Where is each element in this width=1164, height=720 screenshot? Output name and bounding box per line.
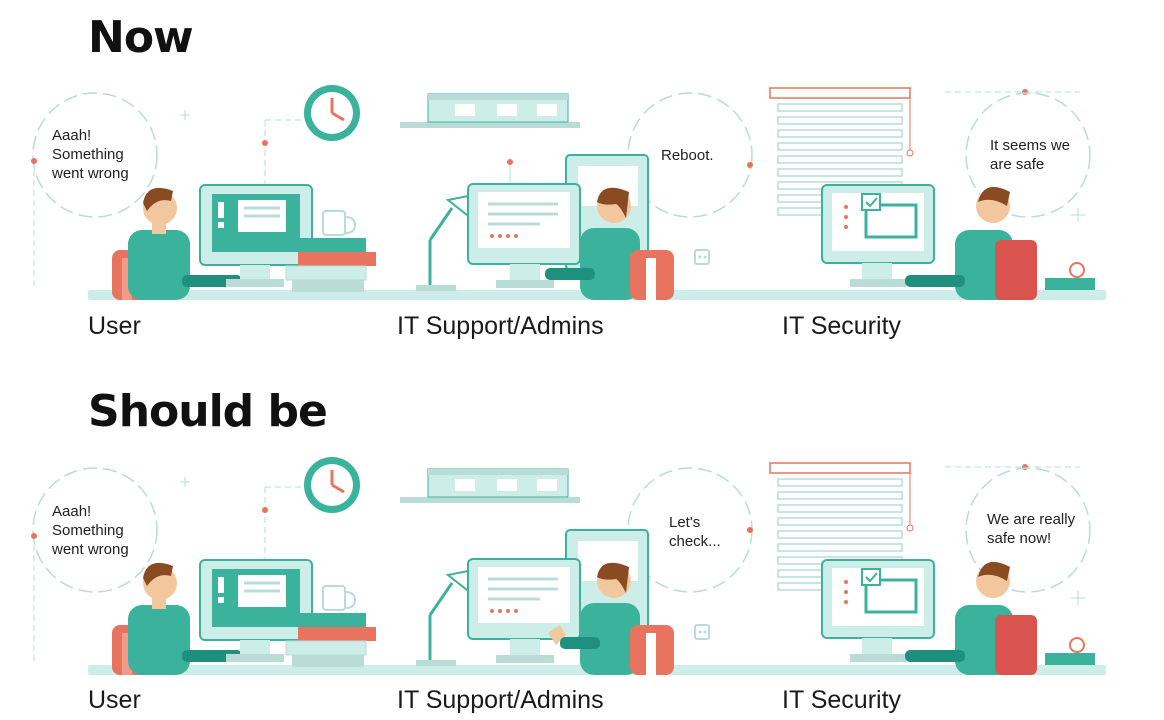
role-label-it-security: IT Security <box>782 686 902 714</box>
role-label-it-support: IT Support/Admins <box>397 312 604 340</box>
role-label-it-support: IT Support/Admins <box>397 686 604 714</box>
speech-bubble-outline <box>965 467 1091 593</box>
user-illustration <box>31 85 376 300</box>
clock-icon <box>304 85 360 141</box>
coffee-cup-icon <box>322 210 357 236</box>
it-support-illustration <box>400 467 753 675</box>
speech-bubble-outline <box>32 467 158 593</box>
alarm-clock-icon <box>1069 637 1085 653</box>
checkmark-icon <box>861 568 881 586</box>
section-title-now: Now <box>88 12 194 63</box>
user-speech-should-be: Aaah! Something went wrong <box>52 503 129 558</box>
speech-bubble-outline <box>627 92 753 218</box>
coffee-cup-icon <box>322 585 357 611</box>
scene-now <box>31 85 1106 300</box>
speech-bubble-outline <box>32 92 158 218</box>
speech-bubble-outline <box>965 92 1091 218</box>
support-speech-should-be: Let's check... <box>669 514 721 550</box>
user-speech-now: Aaah! Something went wrong <box>52 127 129 182</box>
support-speech-now: Reboot. <box>661 147 714 164</box>
scene-should-be <box>31 457 1106 675</box>
it-security-illustration <box>769 87 1095 300</box>
alarm-clock-icon <box>1069 262 1085 278</box>
clock-icon <box>304 457 360 513</box>
role-label-it-security: IT Security <box>782 312 902 340</box>
security-speech-now: It seems we are safe <box>990 137 1071 173</box>
user-illustration <box>31 457 376 675</box>
role-label-user: User <box>88 686 141 714</box>
checkmark-icon <box>861 193 881 211</box>
security-speech-should-be: We are really safe now! <box>987 511 1076 547</box>
it-support-illustration <box>400 92 753 300</box>
power-outlet-icon <box>694 249 710 265</box>
section-title-should-be: Should be <box>88 386 328 437</box>
role-label-user: User <box>88 312 141 340</box>
it-security-illustration <box>769 462 1095 675</box>
power-outlet-icon <box>694 624 710 640</box>
